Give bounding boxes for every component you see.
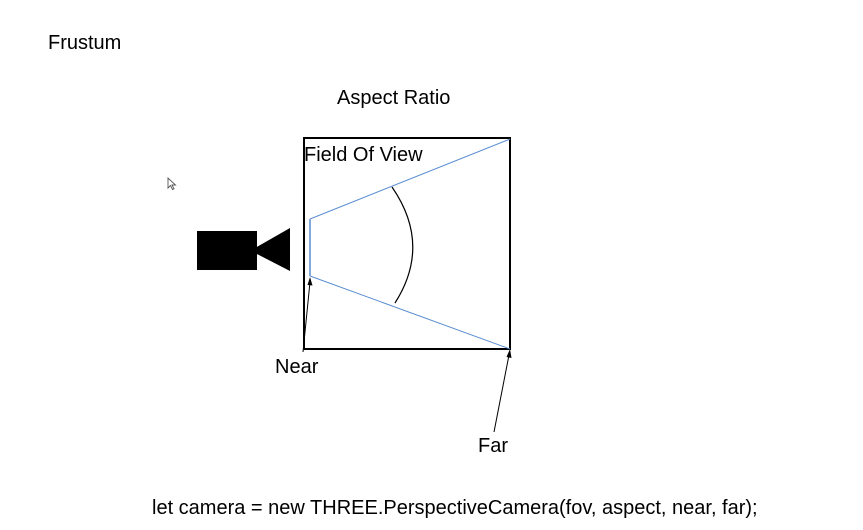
near-arrowhead [307,277,313,286]
mouse-pointer-icon [167,177,177,191]
aspect-ratio-label: Aspect Ratio [337,87,451,109]
video-camera-icon [197,228,290,271]
frustum-bottom-edge [309,275,511,350]
frustum-top-edge [309,138,511,220]
near-arrow [302,281,311,353]
fov-arc [391,186,414,304]
far-arrow [493,354,510,433]
slide-title: Frustum [48,32,122,54]
far-label: Far [478,435,508,457]
aspect-ratio-box [303,137,511,350]
far-arrowhead [506,349,512,358]
field-of-view-label: Field Of View [304,144,423,166]
code-snippet: let camera = new THREE.PerspectiveCamera… [152,497,758,519]
near-label: Near [275,356,319,378]
